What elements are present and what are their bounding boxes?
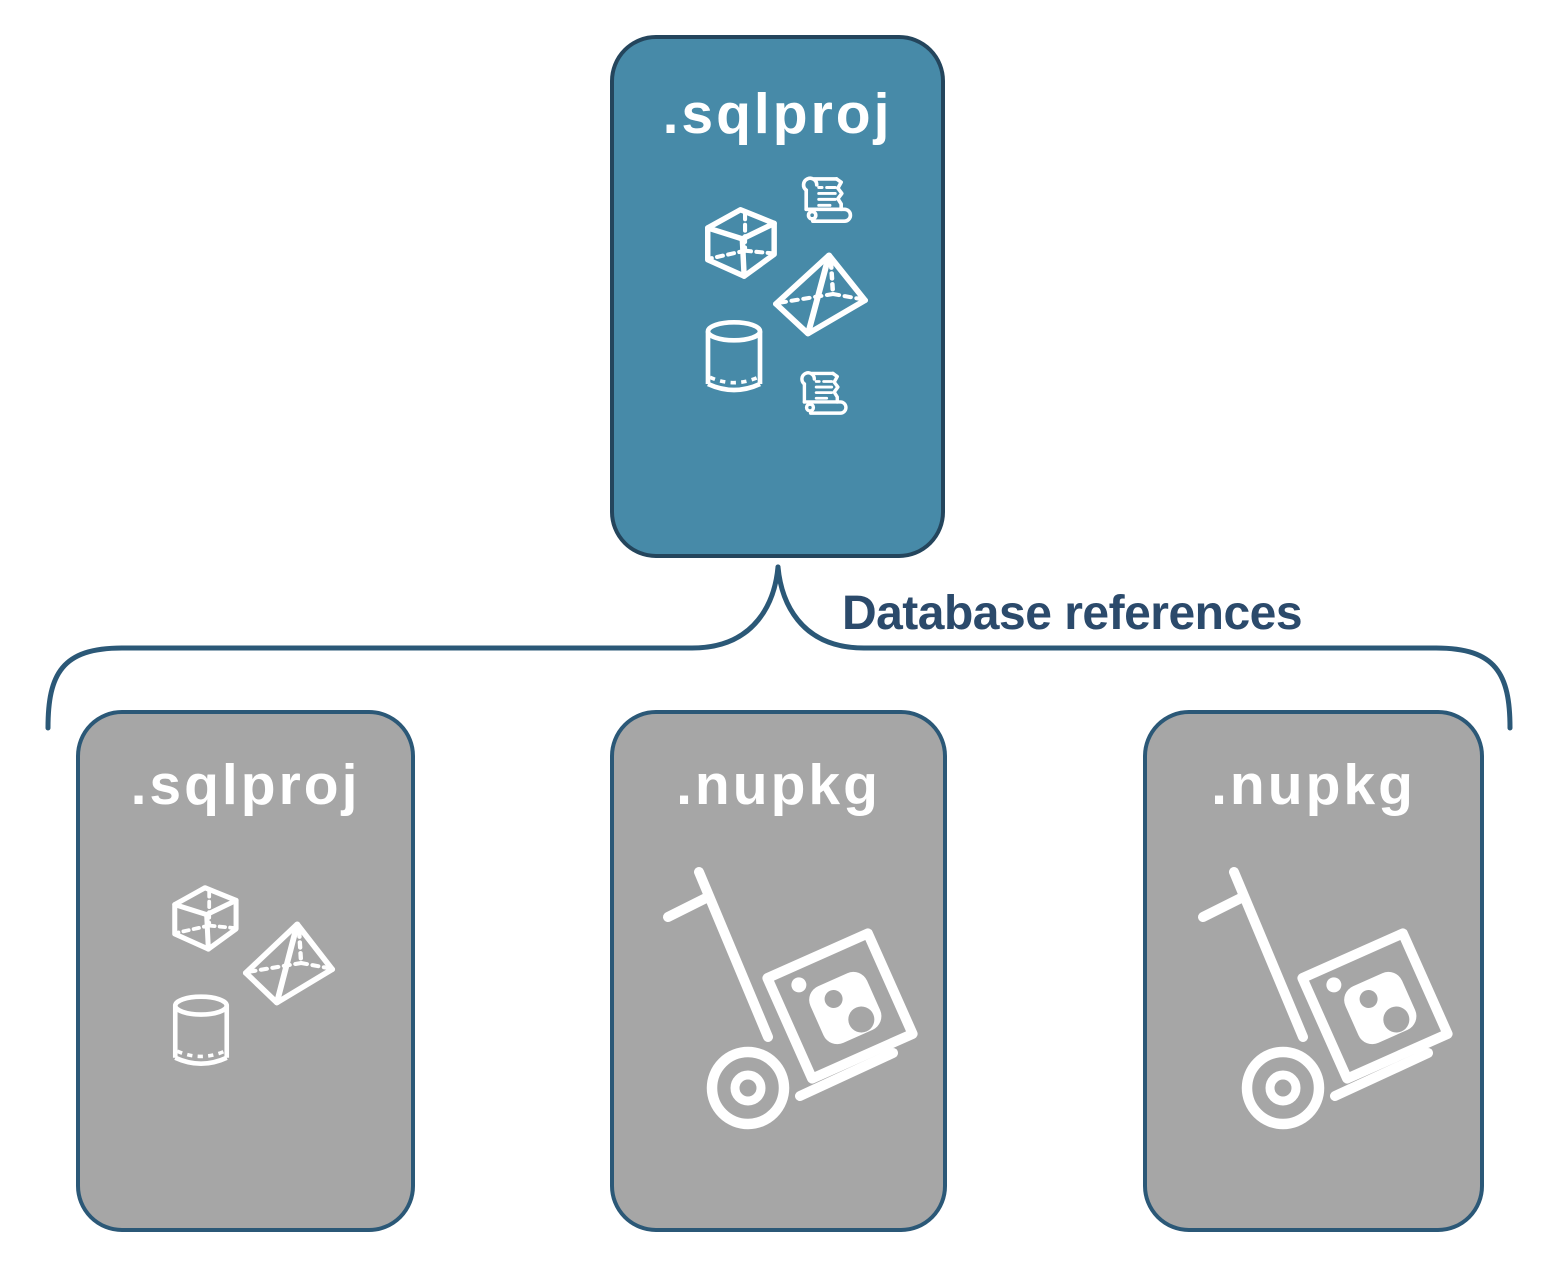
cube-icon	[163, 876, 247, 960]
pyramid-icon	[240, 918, 337, 1008]
connector-label: Database references	[841, 587, 1303, 640]
child-box-nupkg-2: .nupkg	[1143, 710, 1484, 1232]
script-scroll-icon	[792, 366, 854, 428]
child-box-title: .sqlproj	[130, 753, 361, 817]
database-cylinder-icon	[168, 993, 234, 1075]
child-box-title: .nupkg	[1211, 753, 1416, 817]
pyramid-icon	[770, 249, 870, 339]
root-box-title: .sqlproj	[662, 82, 893, 146]
nuget-hand-truck-icon	[1175, 840, 1495, 1160]
root-box-sqlproj: .sqlproj	[610, 35, 945, 558]
child-box-title: .nupkg	[676, 753, 881, 817]
database-cylinder-icon	[700, 320, 768, 400]
nuget-hand-truck-icon	[640, 840, 960, 1160]
script-scroll-icon	[793, 171, 859, 237]
child-box-sqlproj: .sqlproj	[76, 710, 415, 1232]
